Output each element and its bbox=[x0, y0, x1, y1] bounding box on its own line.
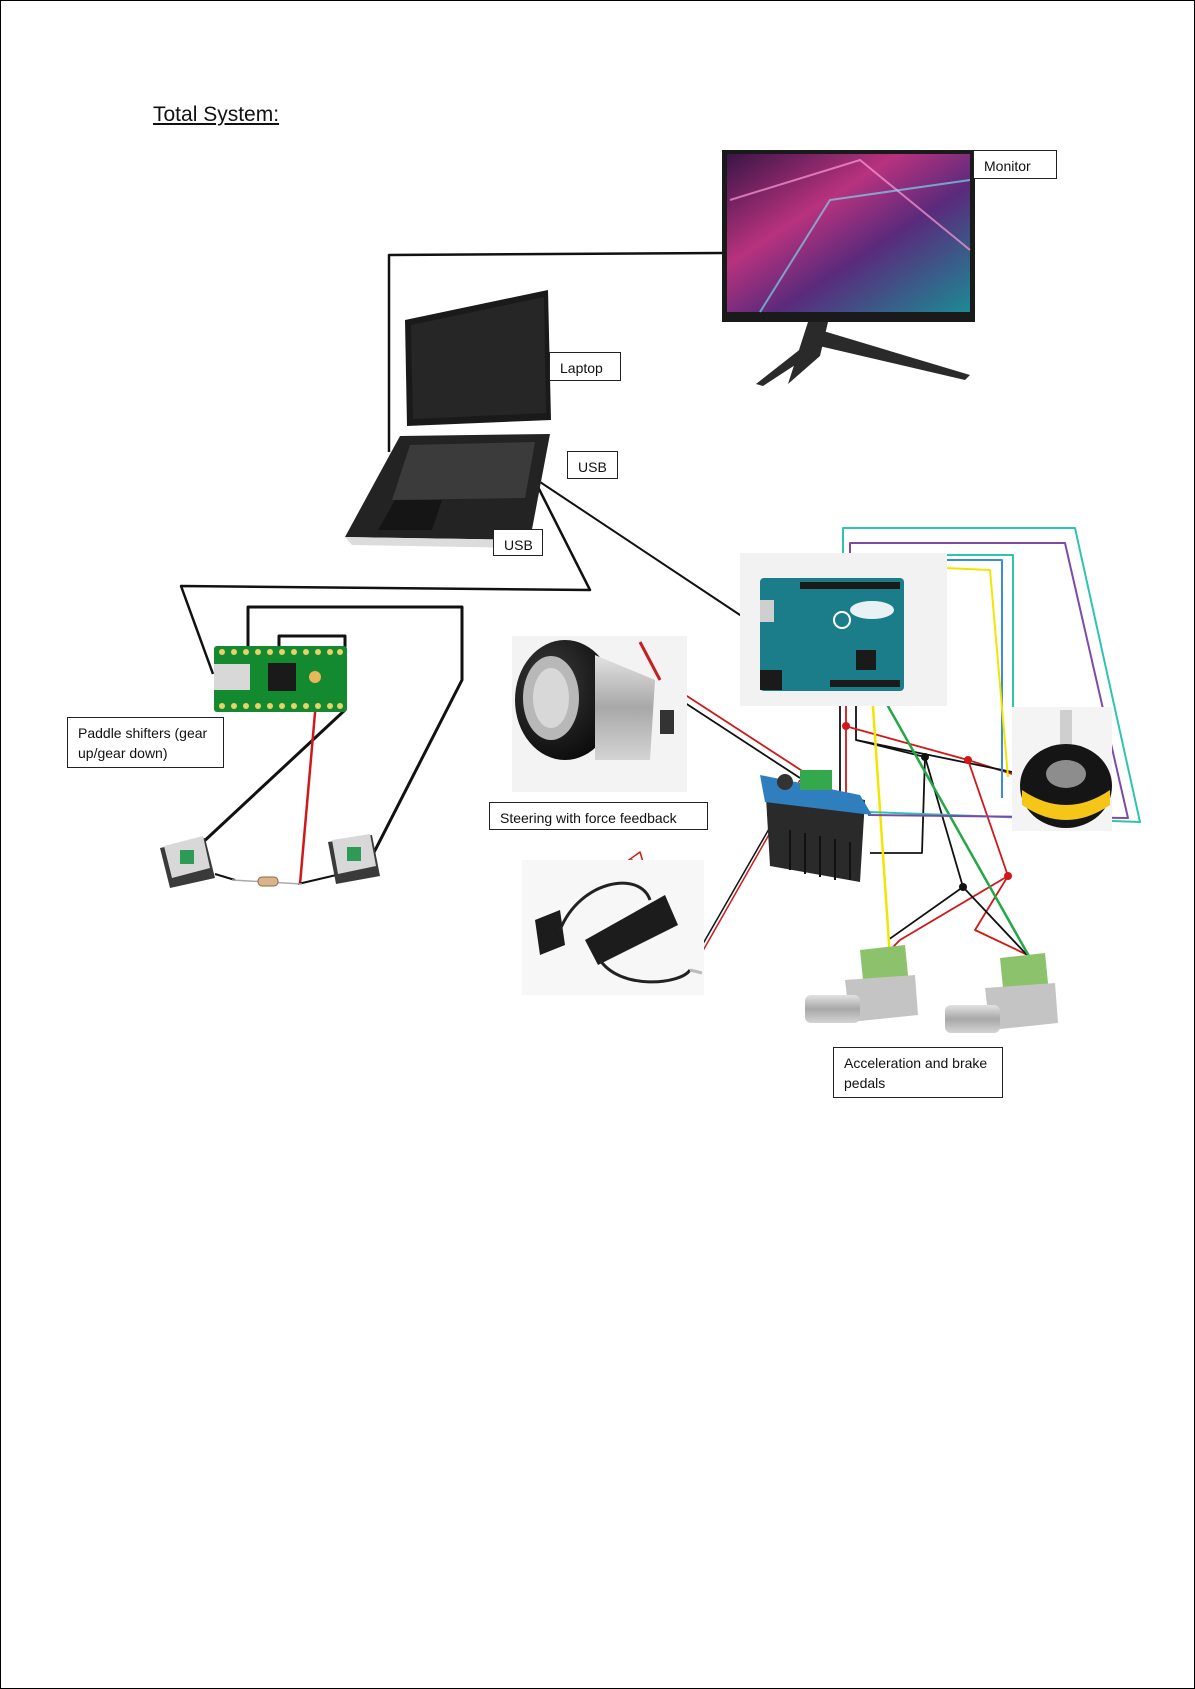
arduino-leonardo-image bbox=[740, 553, 947, 706]
wire-laptop-teensy bbox=[179, 484, 592, 675]
wire-pedal-green bbox=[878, 691, 1032, 959]
pedals-label: Acceleration and brake pedals bbox=[833, 1047, 1003, 1098]
junction-dot bbox=[921, 753, 929, 761]
potentiometer-image bbox=[805, 945, 918, 1023]
monitor-image bbox=[722, 150, 975, 386]
power-adapter-image bbox=[522, 860, 704, 995]
steering-label: Steering with force feedback bbox=[489, 802, 708, 830]
wire-pedal-red bbox=[967, 759, 1035, 959]
usb-label-top: USB bbox=[567, 451, 618, 479]
wire-arduino-driver-black2 bbox=[855, 692, 926, 854]
junction-dot bbox=[964, 756, 972, 764]
wire-teensy-right-switch bbox=[246, 605, 464, 871]
laptop-image bbox=[345, 290, 551, 548]
wire-teensy-left-switch bbox=[198, 634, 347, 847]
key-switch-image bbox=[160, 836, 215, 888]
resistor-image bbox=[231, 876, 303, 887]
rotary-encoder-image bbox=[1012, 707, 1112, 831]
paddle-shifters-label: Paddle shifters (gear up/gear down) bbox=[67, 717, 224, 768]
wire-teensy-resistor bbox=[298, 689, 319, 885]
key-switch-image bbox=[328, 834, 380, 884]
page-title: Total System: bbox=[153, 103, 280, 126]
wire-pedal-black bbox=[887, 756, 964, 941]
wire-switch-resistor-left bbox=[214, 873, 236, 881]
dc-motor-image bbox=[512, 636, 687, 792]
wire-arduino-encoder-black bbox=[855, 739, 1013, 773]
junction-dot bbox=[1004, 872, 1012, 880]
laptop-label: Laptop bbox=[549, 352, 621, 381]
wire-pedal-black2 bbox=[962, 886, 1028, 956]
microcontroller-board-image bbox=[214, 646, 347, 712]
motor-driver-board-image bbox=[760, 770, 872, 882]
usb-label-bottom: USB bbox=[493, 529, 543, 556]
junction-dot bbox=[959, 883, 967, 891]
wire-pedal-yellow bbox=[870, 691, 892, 959]
monitor-label: Monitor bbox=[973, 150, 1057, 179]
wire-monitor-laptop bbox=[387, 251, 724, 452]
wire-laptop-arduino bbox=[527, 473, 770, 616]
junction-dot bbox=[842, 722, 850, 730]
potentiometer-image bbox=[945, 953, 1058, 1033]
